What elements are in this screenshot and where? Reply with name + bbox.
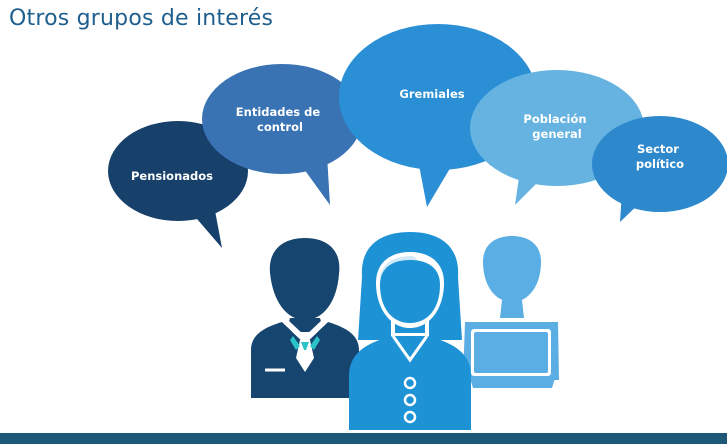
bubble-label-gremiales: Gremiales (399, 87, 464, 101)
shirt-collar (282, 320, 328, 344)
tie-knot (301, 342, 309, 350)
tie-shape (296, 340, 314, 372)
tie-stripe-right (310, 336, 320, 350)
bubble-entidades-de-control: Entidades de control (202, 64, 362, 205)
button-3 (403, 410, 417, 424)
laptop-person-icon (463, 236, 559, 388)
button-2 (403, 393, 417, 407)
businessman-icon (251, 238, 359, 398)
button-1 (403, 376, 417, 390)
woman-collar (391, 335, 429, 363)
tie-stripe-left (290, 336, 300, 350)
bubble-label-entidades: Entidades de control (236, 105, 324, 134)
woman-neck-outline (391, 320, 429, 337)
page-title: Otros grupos de interés (9, 6, 274, 31)
bubble-tail-gremiales (418, 160, 455, 207)
bubble-label-poblacion: Población general (523, 112, 590, 141)
footer-bar (0, 433, 727, 444)
bubble-sector-politico: Sector político (592, 116, 727, 222)
woman-icon (349, 232, 471, 430)
bubble-label-sector: Sector político (636, 142, 684, 171)
bubble-body-entidades (202, 64, 362, 174)
bubble-body-sector (592, 116, 727, 212)
bubble-label-pensionados: Pensionados (131, 169, 213, 183)
laptop-screen-inner (474, 332, 548, 373)
